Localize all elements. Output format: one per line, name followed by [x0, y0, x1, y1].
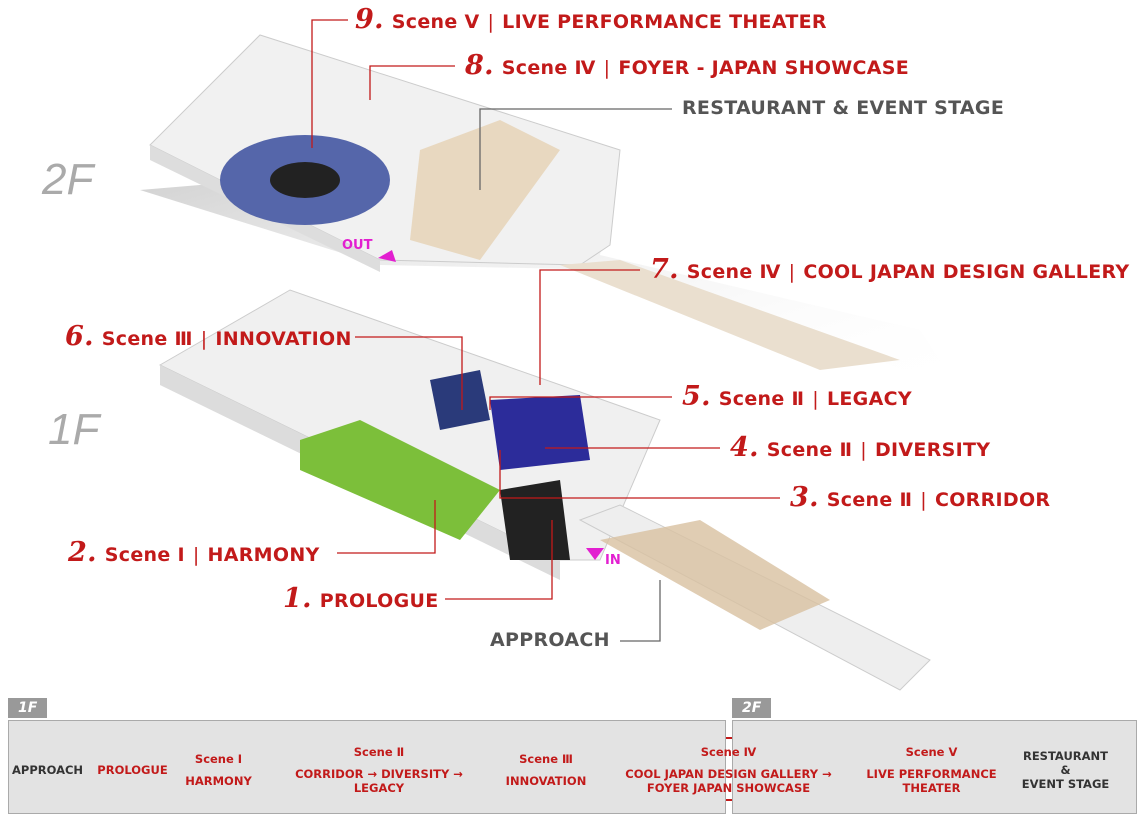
flow-step-text: Scene Ⅰ: [194, 752, 243, 766]
scene-number: 3.: [790, 482, 819, 513]
flow-step-text: APPROACH: [12, 763, 84, 777]
scene-title: COOL JAPAN DESIGN GALLERY: [803, 261, 1130, 283]
flow-step-text: &: [1060, 763, 1071, 777]
scene-label-foyer-japan-showcase: 8. Scene Ⅳ | FOYER - JAPAN SHOWCASE: [465, 50, 909, 81]
scene-label-prologue: 1. PROLOGUE: [283, 583, 439, 614]
stairs: [560, 260, 900, 370]
scene-title: CORRIDOR: [934, 489, 1051, 511]
flow-step: PROLOGUE: [97, 740, 168, 800]
flow-step-text: COOL JAPAN DESIGN GALLERY → FOYER JAPAN …: [625, 767, 832, 795]
scene-number: 4.: [730, 432, 759, 463]
flow-step-text: Scene Ⅳ: [700, 745, 757, 759]
scene-title: PROLOGUE: [319, 590, 439, 612]
approach-walls: [600, 520, 830, 630]
separator: |: [860, 439, 867, 461]
flow-step: APPROACH: [12, 740, 83, 800]
scene-name: Scene Ⅳ: [686, 261, 781, 283]
flow-step: Scene Ⅱ CORRIDOR → DIVERSITY → LEGACY: [270, 740, 488, 800]
scene-name: Scene Ⅴ: [391, 11, 480, 33]
scene-title: FOYER - JAPAN SHOWCASE: [618, 57, 910, 79]
scene-name: Scene Ⅱ: [766, 439, 853, 461]
scene-name: Scene Ⅳ: [501, 57, 596, 79]
scene-title: INNOVATION: [215, 328, 352, 350]
scene-label-innovation: 6. Scene Ⅲ | INNOVATION: [65, 321, 352, 352]
innovation-room: [430, 370, 490, 430]
floor-label-1f: 1F: [48, 405, 100, 454]
scene-label-corridor: 3. Scene Ⅱ | CORRIDOR: [790, 482, 1050, 513]
scene-name: Scene Ⅰ: [104, 544, 185, 566]
scene-number: 2.: [68, 537, 97, 568]
out-label: OUT: [342, 238, 373, 253]
separator: |: [788, 261, 796, 283]
flow-step-text: PROLOGUE: [97, 763, 168, 777]
restaurant-label: RESTAURANT & EVENT STAGE: [682, 97, 1005, 119]
scene-title: LEGACY: [826, 388, 912, 410]
leader-lines: [311, 19, 780, 600]
scene-number: 9.: [355, 4, 384, 35]
separator: |: [192, 544, 200, 566]
scene-number: 5.: [682, 381, 711, 412]
out-marker: [378, 250, 396, 262]
scene-name: Scene Ⅱ: [718, 388, 805, 410]
flow-tab-1f: 1F: [8, 698, 48, 718]
flow-step: Scene Ⅳ COOL JAPAN DESIGN GALLERY → FOYER…: [609, 740, 848, 800]
flow-1f-box: [8, 720, 726, 814]
separator: |: [920, 489, 927, 511]
separator: |: [603, 57, 611, 79]
scene-label-live-performance-theater: 9. Scene Ⅴ | LIVE PERFORMANCE THEATER: [355, 4, 827, 35]
flow-step-text: Scene Ⅲ: [519, 752, 573, 766]
flow-step: RESTAURANT&EVENT STAGE: [1015, 740, 1116, 800]
flow-step-text: Scene Ⅴ: [905, 745, 958, 759]
flow-step: Scene Ⅰ HARMONY: [184, 740, 253, 800]
scene-name: Scene Ⅲ: [101, 328, 193, 350]
scene-label-harmony: 2. Scene Ⅰ | HARMONY: [68, 537, 320, 568]
flow-2f-box: [732, 720, 1137, 814]
scene-label-diversity: 4. Scene Ⅱ | DIVERSITY: [730, 432, 990, 463]
scene-number: 7.: [650, 254, 679, 285]
scene-number: 6.: [65, 321, 94, 352]
separator: |: [200, 328, 208, 350]
approach-label: APPROACH: [490, 629, 610, 651]
flow-step-text: EVENT STAGE: [1021, 777, 1110, 791]
foyer-area: [410, 120, 560, 260]
flow-step-text: INNOVATION: [505, 774, 587, 788]
flow-tab-2f: 2F: [732, 698, 772, 718]
gray-leader-lines: [479, 108, 672, 642]
flow-step-text: RESTAURANT: [1022, 749, 1109, 763]
flow-step-text: CORRIDOR → DIVERSITY → LEGACY: [295, 767, 463, 795]
scene-title: LIVE PERFORMANCE THEATER: [502, 11, 827, 33]
flow-step-text: LIVE PERFORMANCE THEATER: [866, 767, 997, 795]
scene-label-legacy: 5. Scene Ⅱ | LEGACY: [682, 381, 912, 412]
theater-center: [270, 162, 340, 198]
flow-step-text: HARMONY: [185, 774, 252, 788]
prologue-room: [500, 480, 570, 560]
scene-number: 8.: [465, 50, 494, 81]
separator: |: [487, 11, 495, 33]
flow-step-text: Scene Ⅱ: [353, 745, 405, 759]
in-label: IN: [605, 553, 621, 568]
in-marker: [586, 548, 604, 560]
scene-name: Scene Ⅱ: [826, 489, 913, 511]
scene-title: DIVERSITY: [874, 439, 991, 461]
flow-step: Scene Ⅲ INNOVATION: [504, 740, 588, 800]
scene-title: HARMONY: [207, 544, 320, 566]
floor-label-2f: 2F: [42, 155, 94, 204]
diversity-room: [490, 395, 590, 470]
scene-number: 1.: [283, 583, 312, 614]
harmony-area: [300, 420, 500, 540]
flow-step: Scene Ⅴ LIVE PERFORMANCE THEATER: [865, 740, 998, 800]
separator: |: [812, 388, 819, 410]
scene-label-cool-japan-design-gallery: 7. Scene Ⅳ | COOL JAPAN DESIGN GALLERY: [650, 254, 1129, 285]
